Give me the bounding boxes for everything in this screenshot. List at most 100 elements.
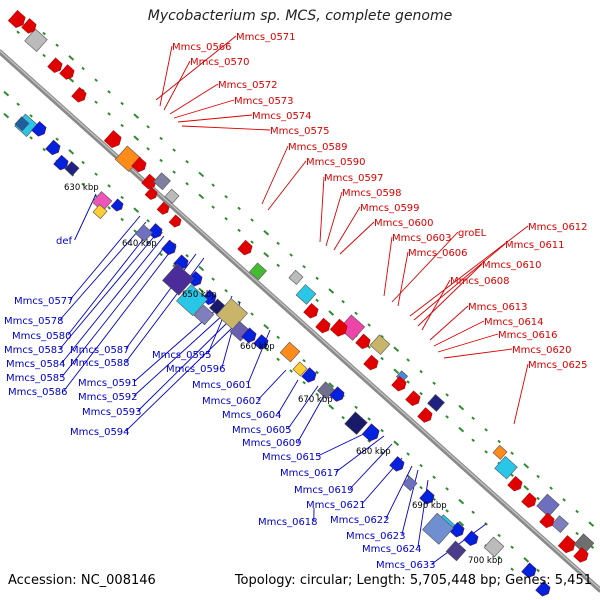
gene-block	[427, 394, 445, 412]
forward-gene-label: Mmcs_0612	[528, 222, 588, 233]
tick-dot	[107, 206, 111, 210]
tick-dot	[146, 219, 150, 223]
forward-leader-line	[417, 263, 483, 327]
tick-dot	[497, 533, 501, 538]
reverse-gene-label: Mmcs_0591	[78, 378, 138, 389]
map-title: Mycobacterium sp. MCS, complete genome	[147, 8, 453, 24]
forward-leader-line	[267, 160, 307, 211]
tick-dot	[562, 498, 566, 502]
gene-block-shape	[162, 263, 194, 296]
gene-arrow	[301, 367, 317, 383]
tick-dot	[3, 112, 10, 119]
reverse-leader-line	[61, 235, 165, 364]
gene-arrow-shape	[329, 386, 345, 402]
gene-arrow	[103, 130, 122, 148]
tick-dot	[445, 415, 449, 419]
gene-arrow	[71, 86, 87, 103]
gene-arrow	[110, 198, 124, 212]
tick-dot	[55, 43, 59, 47]
tick-dot	[536, 496, 540, 501]
tick-dot	[81, 160, 85, 165]
reverse-leader-line	[59, 231, 159, 350]
gene-arrow	[47, 57, 63, 73]
tick-dot	[484, 428, 488, 432]
reverse-gene-label: Mmcs_0595	[152, 350, 212, 361]
tick-dot	[419, 391, 423, 396]
tick-dot	[198, 287, 205, 294]
gene-block	[338, 314, 366, 341]
forward-leader-line	[421, 279, 451, 331]
tick-dot	[367, 439, 371, 443]
tick-dot	[458, 426, 465, 433]
tick-dot	[458, 404, 465, 411]
tick-dot	[315, 370, 319, 375]
reverse-gene-label: Mmcs_0601	[192, 380, 252, 391]
length-label: Length:	[356, 573, 406, 588]
tick-dot	[536, 568, 540, 573]
reverse-leader-line	[133, 313, 225, 397]
forward-gene-label: Mmcs_0611	[505, 240, 565, 251]
forward-gene-label: Mmcs_0598	[342, 188, 402, 199]
reverse-leader-line	[297, 391, 327, 443]
accession-value: NC_008146	[80, 573, 156, 588]
tick-dot	[406, 452, 410, 456]
forward-gene-label: Mmcs_0566	[172, 42, 232, 53]
forward-gene-label: Mmcs_0590	[306, 157, 366, 168]
accession-info: Accession: NC_008146	[8, 573, 156, 588]
tick-dot	[133, 135, 140, 141]
tick-dot	[107, 112, 111, 116]
tick-dot	[211, 183, 215, 187]
gene-block-shape	[295, 284, 317, 305]
reverse-gene-label: Mmcs_0580	[12, 331, 72, 342]
genome-backbone	[0, 49, 600, 593]
reverse-gene-label: Mmcs_0624	[362, 544, 422, 555]
tick-dot	[224, 195, 228, 199]
tick-dot	[237, 228, 241, 233]
tick-dot	[302, 380, 306, 385]
tick-dot	[120, 123, 124, 128]
reverse-leader-line	[401, 469, 419, 536]
forward-gene-label: Mmcs_0616	[498, 330, 558, 341]
tick-dot	[16, 102, 20, 106]
gene-block	[295, 284, 317, 305]
gene-arrow-shape	[557, 535, 576, 554]
tick-dot	[328, 288, 335, 294]
tick-dot	[471, 416, 475, 420]
gene-arrow	[303, 303, 319, 319]
tick-dot	[237, 206, 241, 211]
gene-block	[64, 161, 80, 177]
gene-arrow-shape	[301, 367, 317, 383]
gene-arrow-shape	[355, 333, 371, 350]
gene-arrow	[144, 186, 158, 200]
gene-arrow	[417, 407, 433, 423]
gene-block	[551, 515, 569, 534]
reverse-leader-line	[69, 215, 141, 301]
forward-leader-line	[159, 45, 173, 107]
gene-block-shape	[91, 191, 113, 212]
gene-arrow-shape	[45, 139, 61, 156]
gene-arrow	[59, 64, 75, 80]
gene-block-shape	[135, 224, 153, 243]
gene-arrow-shape	[21, 18, 37, 34]
reverse-leader-line	[349, 443, 393, 490]
tick-dot	[445, 393, 449, 397]
gene-block-shape	[288, 269, 304, 285]
tick-dot	[497, 555, 501, 560]
scale-tick-label: 630 kbp	[64, 183, 99, 193]
tick-dot	[406, 358, 410, 362]
gene-arrow-shape	[315, 317, 331, 334]
tick-dot	[523, 557, 530, 563]
scale-tick-label: 670 kbp	[298, 395, 333, 405]
tick-dot	[536, 474, 540, 479]
gene-arrow-shape	[53, 154, 69, 171]
tick-dot	[432, 475, 436, 480]
gene-block	[92, 204, 108, 220]
reverse-gene-label: Mmcs_0605	[232, 425, 292, 436]
gene-block-shape	[279, 341, 301, 363]
tick-dot	[276, 357, 280, 362]
forward-gene-label: Mmcs_0603	[392, 233, 452, 244]
gene-arrow	[53, 154, 69, 171]
forward-leader-line	[325, 191, 343, 247]
gene-block	[292, 361, 308, 377]
tick-dot	[120, 195, 124, 200]
